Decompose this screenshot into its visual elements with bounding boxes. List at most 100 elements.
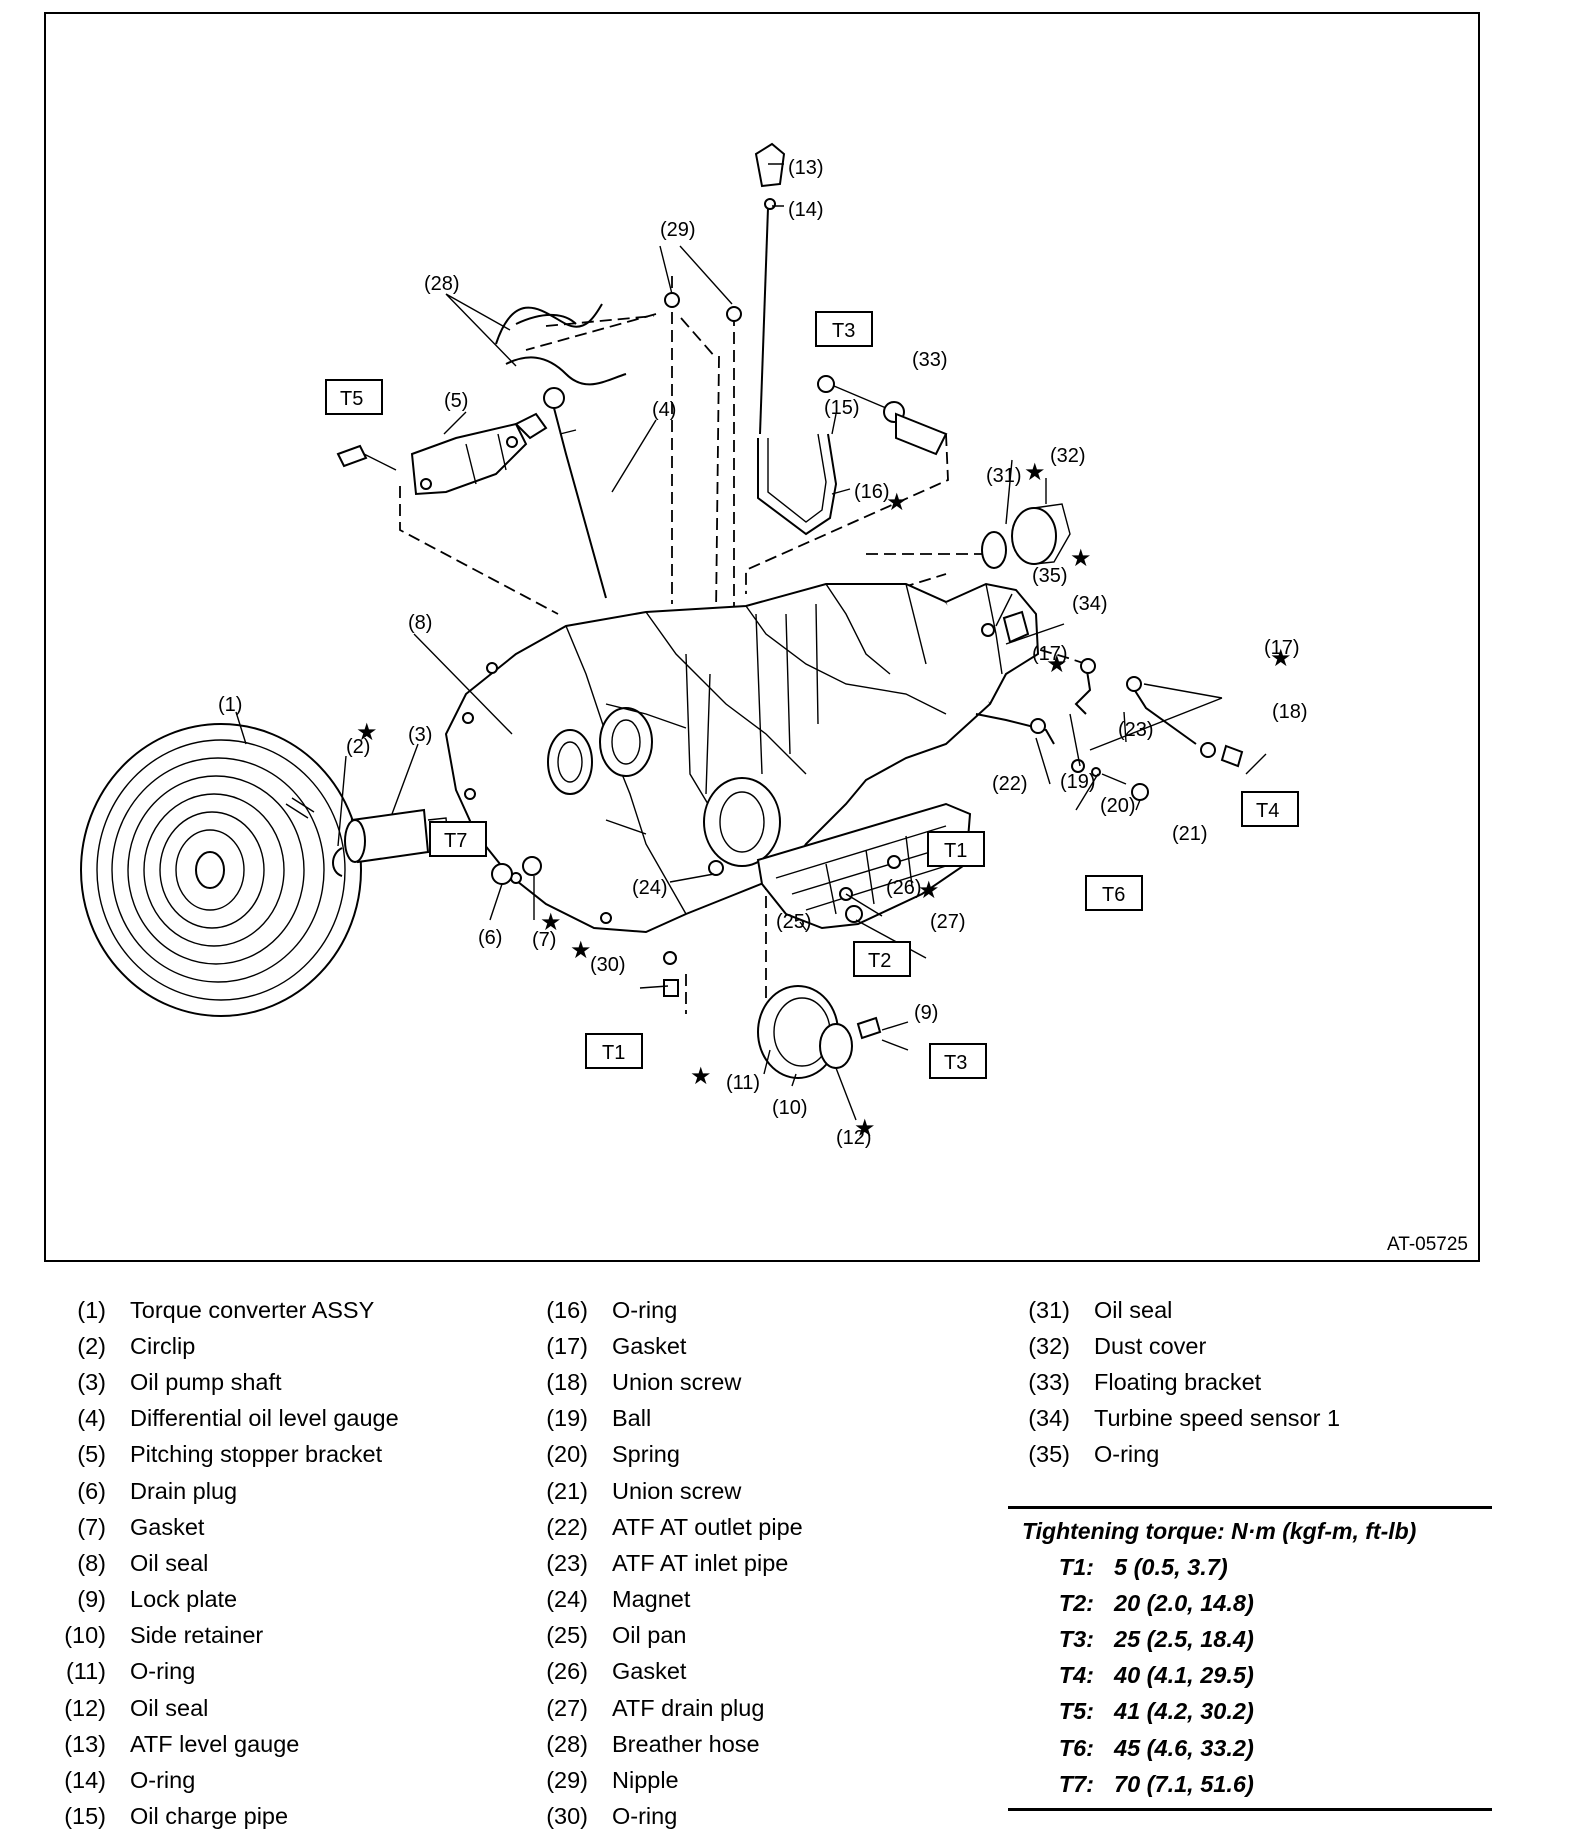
torque-row: T6:45 (4.6, 33.2) [1008, 1730, 1492, 1766]
legend-item: (19)Ball [526, 1401, 803, 1437]
callout-label: (3) [408, 724, 432, 746]
legend-item: (12)Oil seal [44, 1690, 399, 1726]
torque-value: 70 (7.1, 51.6) [1114, 1770, 1254, 1797]
legend-item: (11)O-ring [44, 1654, 399, 1690]
callout-label: (4) [652, 399, 676, 421]
legend-part-name: Differential oil level gauge [130, 1405, 399, 1432]
legend-part-name: Circlip [130, 1332, 196, 1359]
legend-number: (2) [77, 1332, 106, 1359]
legend-item: (1)Torque converter ASSY [44, 1292, 399, 1328]
torque-value: 40 (4.1, 29.5) [1114, 1662, 1254, 1689]
callout-label: (30) [590, 954, 626, 976]
legend-number: (35) [1028, 1441, 1070, 1468]
torque-row: T1: 5 (0.5, 3.7) [1008, 1549, 1492, 1585]
legend-item: (8)Oil seal [44, 1545, 399, 1581]
torque-box-label: T4 [1256, 800, 1279, 822]
torque-box-label: T1 [602, 1042, 625, 1064]
legend-part-name: Oil seal [130, 1549, 209, 1576]
legend-number: (14) [64, 1767, 106, 1794]
callout-label: (19) [1060, 771, 1096, 793]
callout-label: (33) [912, 349, 948, 371]
legend-item: (5)Pitching stopper bracket [44, 1437, 399, 1473]
torque-row: T3:25 (2.5, 18.4) [1008, 1621, 1492, 1657]
legend-number: (6) [77, 1477, 106, 1504]
legend-part-name: Drain plug [130, 1477, 238, 1504]
torque-box-label: T7 [444, 830, 467, 852]
legend-item: (35)O-ring [1008, 1437, 1340, 1473]
legend-part-name: Breather hose [612, 1730, 760, 1757]
legend-number: (16) [546, 1296, 588, 1323]
legend-part-name: Dust cover [1094, 1332, 1207, 1359]
legend-part-name: Turbine speed sensor 1 [1094, 1405, 1341, 1432]
callout-label: (25) [776, 911, 812, 933]
legend-number: (7) [77, 1513, 106, 1540]
legend-number: (21) [546, 1477, 588, 1504]
torque-key: T1: [1058, 1553, 1094, 1580]
parts-legend-column-2: (16)O-ring(17)Gasket(18)Union screw(19)B… [526, 1292, 803, 1835]
torque-value: 20 (2.0, 14.8) [1114, 1589, 1254, 1616]
torque-key: T5: [1058, 1698, 1094, 1725]
breather-hose [495, 303, 627, 386]
oil-seal-dust-cover [981, 503, 1071, 569]
callout-label: (32) [1050, 445, 1086, 467]
star-icon: ★ [570, 936, 592, 964]
legend-number: (1) [77, 1296, 106, 1323]
torque-boxes: T1 T1 T2 T3 T3 T4 T5 T6 T7 [325, 311, 1299, 1079]
star-icon: ★ [1024, 458, 1046, 486]
callout-label: (31) [986, 465, 1022, 487]
legend-number: (24) [546, 1586, 588, 1613]
torque-box-label: T6 [1102, 884, 1125, 906]
parts-legend-column-3: (31)Oil seal(32)Dust cover(33)Floating b… [1008, 1292, 1340, 1473]
callout-label: (21) [1172, 823, 1208, 845]
star-icon: ★ [356, 718, 378, 746]
star-icon: ★ [854, 1114, 876, 1142]
legend-part-name: Union screw [612, 1368, 742, 1395]
legend-item: (16) O-ring [526, 1292, 803, 1328]
torque-key: T7: [1058, 1770, 1094, 1797]
legend-part-name: ATF level gauge [130, 1730, 300, 1757]
legend-number: (34) [1028, 1405, 1070, 1432]
legend-part-name: O-ring [612, 1296, 678, 1323]
legend-item: (15)Oil charge pipe [44, 1799, 399, 1835]
legend-item: (17)Gasket [526, 1328, 803, 1364]
callout-label: (23) [1118, 719, 1154, 741]
exploded-diagram: (1) (2) (3) (4) (5) (6) (7) (8) (9) (10)… [80, 142, 1308, 1149]
legend-part-name: Magnet [612, 1586, 691, 1613]
pitching-stopper-bracket [410, 412, 548, 496]
torque-box-label: T2 [868, 950, 891, 972]
torque-key: T4: [1058, 1662, 1094, 1689]
legend-number: (32) [1028, 1332, 1070, 1359]
torque-value: 41 (4.2, 30.2) [1114, 1698, 1254, 1725]
parts-legend-column-1: (1)Torque converter ASSY(2)Circlip(3)Oil… [44, 1292, 399, 1835]
callout-label: (12) [836, 1127, 872, 1149]
callout-label: (24) [632, 877, 668, 899]
legend-number: (10) [64, 1622, 106, 1649]
legend-number: (15) [64, 1803, 106, 1830]
callout-label: (8) [408, 612, 432, 634]
legend-item: (33)Floating bracket [1008, 1364, 1340, 1400]
legend-number: (13) [64, 1730, 106, 1757]
assembly-line [745, 433, 949, 594]
legend-item: (14)O-ring [44, 1762, 399, 1798]
turbine-speed-sensor [981, 610, 1030, 644]
legend-item: (22)ATF AT outlet pipe [526, 1509, 803, 1545]
legend-part-name: Gasket [612, 1332, 687, 1359]
torque-value: 5 (0.5, 3.7) [1114, 1553, 1228, 1580]
legend-part-name: Oil pump shaft [130, 1368, 282, 1395]
bolt [336, 444, 397, 471]
figure-code: AT-05725 [1387, 1234, 1468, 1255]
callout-label: (17) [1264, 637, 1300, 659]
tightening-torque-table: Tightening torque: N·m (kgf-m, ft-lb) T1… [1008, 1506, 1492, 1812]
star-icon: ★ [1046, 650, 1068, 678]
assembly-line [525, 313, 720, 615]
torque-table-title: Tightening torque: N·m (kgf-m, ft-lb) [1022, 1517, 1417, 1544]
assembly-line [545, 315, 655, 327]
legend-part-name: O-ring [130, 1658, 196, 1685]
legend-number: (4) [77, 1405, 106, 1432]
callout-label: (9) [914, 1002, 938, 1024]
legend-number: (30) [546, 1803, 588, 1830]
callout-label: (27) [930, 911, 966, 933]
callout-label: (2) [346, 736, 370, 758]
legend-part-name: Gasket [130, 1513, 205, 1540]
legend-number: (27) [546, 1694, 588, 1721]
